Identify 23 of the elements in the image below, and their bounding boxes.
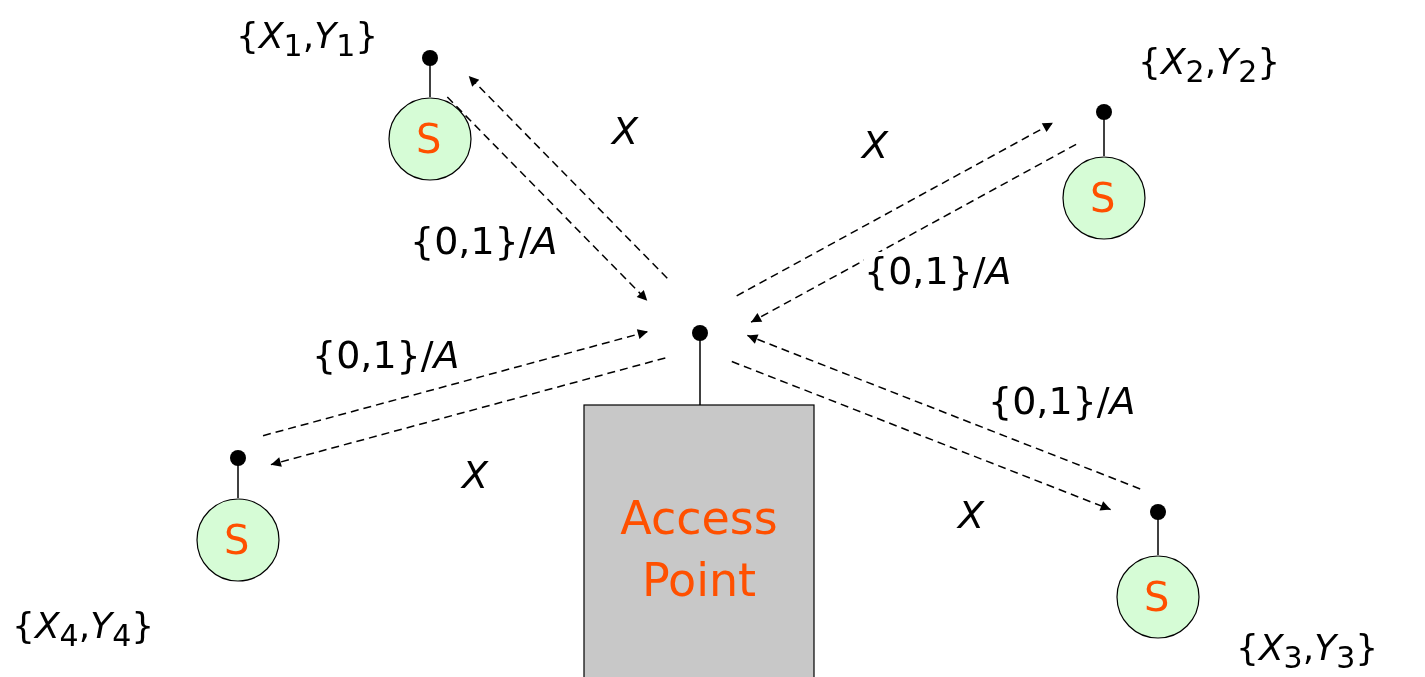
station-node (1116, 504, 1200, 640)
coordinate-label: {X$_{1}$,Y$_{1}$} (236, 18, 379, 62)
arrow (262, 329, 649, 437)
edge-label: {0,1}/A (864, 252, 1012, 290)
station-label: S (1144, 577, 1170, 617)
station-label: S (224, 520, 250, 560)
station-node (388, 50, 472, 182)
station-label: S (1090, 178, 1116, 218)
arrow (750, 143, 1077, 323)
arrow (731, 360, 1112, 511)
coordinate-label: {X$_{4}$,Y$_{4}$} (12, 608, 155, 652)
access-point-node (583, 325, 815, 677)
arrow (735, 122, 1054, 297)
station-node (1062, 104, 1146, 241)
coordinate-label: {X$_{2}$,Y$_{2}$} (1138, 44, 1281, 88)
coordinate-label: {X$_{3}$,Y$_{3}$} (1236, 630, 1379, 674)
station-label: S (416, 119, 442, 159)
access-point-label: Access Point (619, 490, 779, 609)
station-node (196, 450, 280, 583)
arrow (746, 334, 1141, 490)
arrow (468, 75, 668, 279)
arrow (446, 96, 648, 302)
arrow (270, 357, 667, 467)
